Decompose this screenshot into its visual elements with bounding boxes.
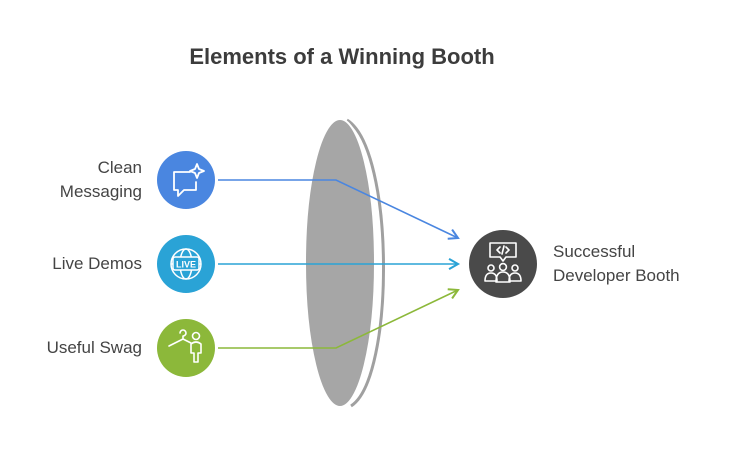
developer-team-icon [484, 242, 522, 283]
node-successful-developer-booth [469, 230, 537, 298]
node-live-demos: LIVE [157, 235, 215, 293]
lens [304, 118, 385, 408]
label-line: Messaging [59, 182, 142, 201]
connector-clean-messaging [218, 179, 460, 240]
chat-sparkle-icon [173, 163, 205, 197]
hanger-person-icon [168, 329, 202, 363]
label-clean-messaging: Clean Messaging [60, 156, 142, 204]
diagram-title: Elements of a Winning Booth [189, 44, 495, 69]
label-line: Clean [97, 158, 142, 177]
lens-body [304, 118, 376, 408]
label-useful-swag: Useful Swag [47, 336, 142, 360]
label-line: Useful Swag [46, 338, 142, 357]
node-clean-messaging [157, 151, 215, 209]
live-globe-icon: LIVE [170, 248, 202, 280]
svg-text:LIVE: LIVE [176, 260, 196, 270]
label-line: Live Demos [52, 254, 142, 273]
label-live-demos: Live Demos [52, 252, 142, 276]
node-useful-swag [157, 319, 215, 377]
connector-useful-swag [218, 288, 460, 349]
label-successful-developer-booth: Successful Developer Booth [553, 240, 680, 288]
label-line: Successful [553, 242, 636, 261]
label-line: Developer Booth [553, 266, 680, 285]
